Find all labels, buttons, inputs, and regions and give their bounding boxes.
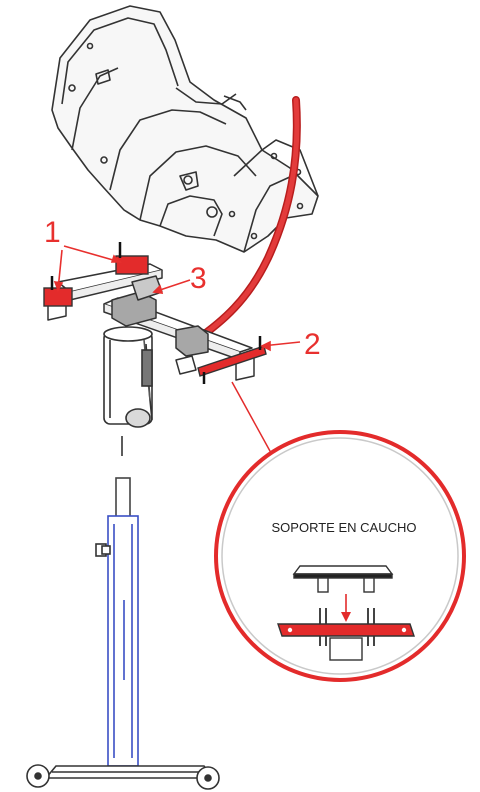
hydraulic-jack bbox=[95, 477, 139, 767]
inset-title: SOPORTE EN CAUCHO bbox=[272, 520, 417, 535]
stand-column bbox=[103, 326, 153, 428]
callout-2: 2 bbox=[304, 328, 321, 361]
rubber-pad bbox=[292, 565, 394, 593]
inset-leader-line bbox=[231, 381, 277, 463]
red-bracket bbox=[277, 608, 415, 661]
jack-base bbox=[26, 764, 220, 790]
detail-inset: SOPORTE EN CAUCHO bbox=[214, 430, 466, 682]
callout-arrows bbox=[53, 245, 301, 352]
callout-1: 1 bbox=[44, 216, 61, 249]
transmission-housing bbox=[51, 5, 319, 253]
callout-3: 3 bbox=[190, 262, 207, 295]
red-pads bbox=[43, 242, 267, 384]
